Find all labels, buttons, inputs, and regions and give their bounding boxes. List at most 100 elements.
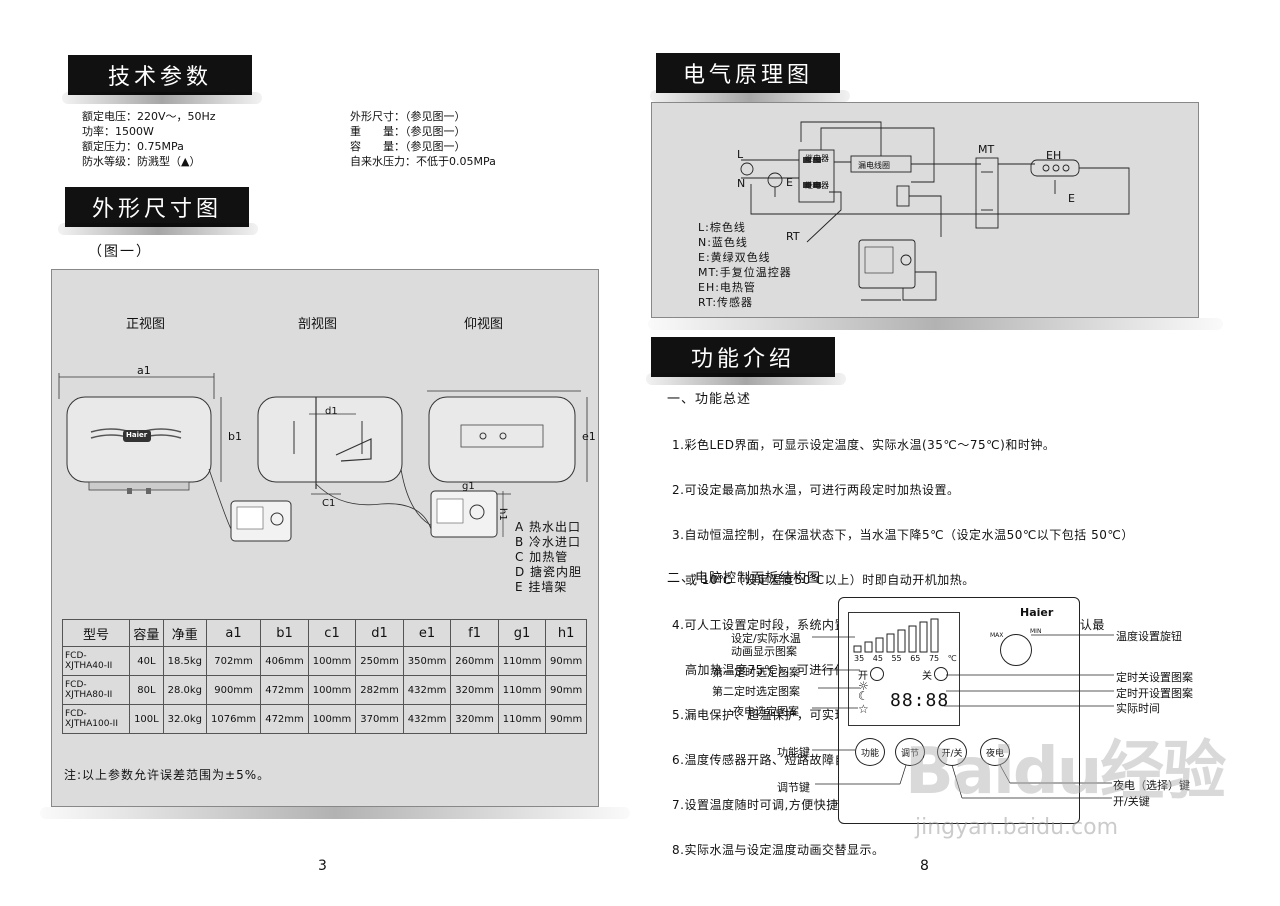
header-circuit: 电气原理图: [656, 53, 840, 93]
header-dimensions-shadow: [58, 223, 258, 235]
circuit-relay1: 继电器: [805, 154, 829, 163]
label-function-key: 功能键: [777, 746, 810, 759]
cell: 100mm: [307, 704, 357, 734]
cell: 90mm: [545, 646, 587, 676]
dim-e1: e1: [582, 430, 596, 443]
dim-a1: a1: [137, 364, 151, 377]
knob-max-label: MAX: [990, 632, 1004, 639]
temp-scale: 35 45 55 65 75 ℃: [854, 654, 957, 663]
cell-model: FCD-XJTHA40-II: [62, 646, 130, 676]
header-dimensions: 外形尺寸图: [65, 187, 249, 227]
cell: 110mm: [497, 675, 547, 705]
cell: 702mm: [205, 646, 262, 676]
view-front-label: 正视图: [126, 317, 166, 332]
feature-item: 1.彩色LED界面，可显示设定温度、实际水温(35℃～75℃)和时钟。: [672, 438, 1056, 452]
cell: 472mm: [260, 704, 309, 734]
dim-h1: h1: [497, 508, 508, 521]
circuit-diagram: [740, 121, 1130, 301]
clock-icon: [934, 667, 948, 681]
label-night: 夜电选定图案: [733, 705, 799, 718]
heater-drawings: [58, 373, 588, 542]
cell: 80L: [129, 675, 164, 705]
col-e1: e1: [402, 619, 452, 647]
circuit-EH: EH: [1046, 149, 1062, 162]
circuit-panel-shadow: [648, 318, 1223, 330]
col-b1: b1: [260, 619, 309, 647]
cell-model: FCD-XJTHA80-II: [62, 675, 130, 705]
night-power-button[interactable]: 夜电: [980, 738, 1010, 766]
col-f1: f1: [450, 619, 499, 647]
dimension-panel-shadow: [40, 807, 630, 819]
temp-55: 55: [891, 654, 902, 663]
col-c1: c1: [307, 619, 357, 647]
cell: 100mm: [307, 646, 357, 676]
label-timer-off: 定时关设置图案: [1116, 671, 1193, 684]
section-panel-structure: 二、电脑控制面板结构图: [667, 571, 822, 586]
circuit-panel: [651, 102, 1199, 318]
function-button[interactable]: 功能: [855, 738, 885, 766]
table-header-row: 型号 容量 净重 a1 b1 c1 d1 e1 f1 g1 h1: [62, 619, 587, 647]
specs-left: 额定电压：220V～，50Hz 功率：1500W 额定压力：0.75MPa 防水…: [82, 109, 216, 169]
header-specs-shadow: [62, 92, 262, 104]
cell: 350mm: [402, 646, 452, 676]
cell: 320mm: [450, 675, 499, 705]
label-timer-on: 定时开设置图案: [1116, 687, 1193, 700]
cell: 250mm: [355, 646, 404, 676]
cell: 260mm: [450, 646, 499, 676]
label-timer2: 第二定时选定图案: [712, 685, 800, 698]
cell: 900mm: [205, 675, 262, 705]
wire-legend-item: E:黄绿双色线: [698, 251, 771, 264]
header-functions: 功能介绍: [651, 337, 835, 377]
label-power-key: 开/关键: [1113, 795, 1150, 808]
label-temp-knob: 温度设置旋钮: [1116, 630, 1182, 643]
cell: 90mm: [545, 704, 587, 734]
star-icon: ☆: [858, 702, 869, 716]
spec-power: 功率：1500W: [82, 125, 154, 138]
legend-b: B 冷水进口: [515, 535, 582, 549]
feature-item: 2.可设定最高加热水温，可进行两段定时加热设置。: [672, 483, 960, 497]
circuit-E: E: [786, 176, 793, 189]
label-actual-time: 实际时间: [1116, 702, 1160, 715]
page-number-right: 8: [920, 858, 929, 874]
spec-pressure: 额定压力：0.75MPa: [82, 140, 184, 153]
circuit-N: N: [737, 177, 746, 190]
spec-tap-pressure: 自来水压力：不低于0.05MPa: [350, 155, 496, 168]
control-box-front: [230, 500, 292, 542]
wire-legend-item: MT:手复位温控器: [698, 266, 792, 279]
legend-a: A 热水出口: [515, 520, 582, 534]
header-functions-shadow: [646, 373, 846, 385]
dim-d1: d1: [325, 406, 338, 417]
leader-lines: [812, 634, 1114, 799]
control-box-bottom: [430, 490, 504, 538]
feature-item: 或 10℃（设定温度50℃以上）时即自动开机加热。: [672, 573, 975, 587]
cell: 32.0kg: [162, 704, 207, 734]
timer-on-label: 开: [858, 671, 868, 682]
label-temp-animation: 设定/实际水温: [731, 632, 801, 645]
figure-caption: （图一）: [88, 244, 152, 260]
watermark-url: jingyan.baidu.com: [915, 815, 1119, 840]
timer-off-label: 关: [922, 671, 932, 682]
header-circuit-shadow: [650, 90, 850, 102]
feature-item: 7.设置温度随时可调,方便快捷。: [672, 798, 852, 812]
cell: 406mm: [260, 646, 309, 676]
wire-legend: L:棕色线 N:蓝色线 E:黄绿双色线 MT:手复位温控器 EH:电热管 RT:…: [698, 220, 792, 310]
spec-table: 型号 容量 净重 a1 b1 c1 d1 e1 f1 g1 h1 FCD-XJT…: [62, 619, 587, 734]
legend-c: C 加热管: [515, 550, 569, 564]
circuit-E2: E: [1068, 192, 1075, 205]
cell: 472mm: [260, 675, 309, 705]
cell: 110mm: [497, 646, 547, 676]
dim-c1: C1: [322, 498, 336, 509]
cell-model: FCD-XJTHA100-II: [62, 704, 130, 734]
circuit-L: L: [737, 148, 744, 161]
feature-item: 8.实际水温与设定温度动画交替显示。: [672, 843, 885, 857]
temperature-knob[interactable]: [1000, 634, 1032, 666]
temp-75: 75: [928, 654, 940, 663]
table-row: FCD-XJTHA100-II 100L 32.0kg 1076mm 472mm…: [62, 704, 587, 734]
wire-legend-item: EH:电热管: [698, 281, 756, 294]
adjust-button[interactable]: 调节: [895, 738, 925, 766]
clock-icon: [870, 667, 884, 681]
circuit-MT: MT: [978, 143, 995, 156]
circuit-RT: RT: [786, 230, 800, 243]
wire-legend-item: RT:传感器: [698, 296, 754, 309]
temperature-bars-icon: [853, 618, 939, 653]
